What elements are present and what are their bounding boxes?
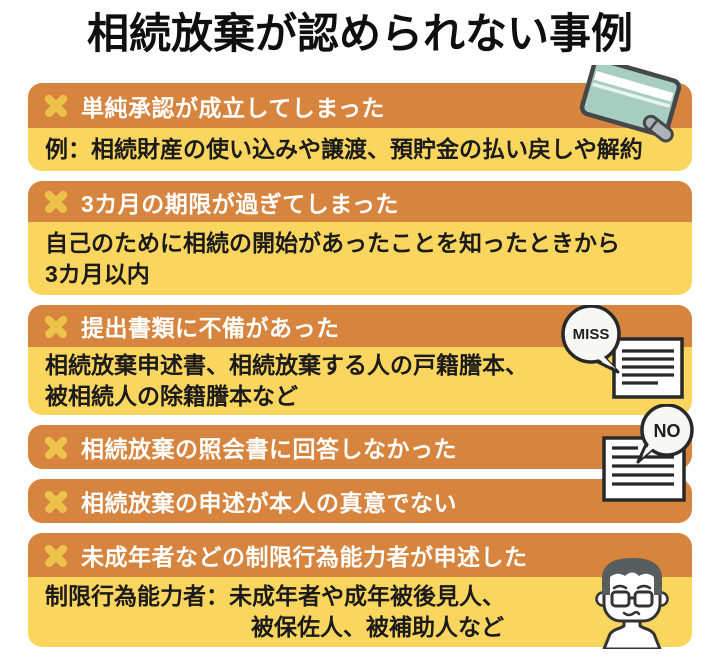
case-body-line: 自己のために相続の開始があったことを知ったときから bbox=[45, 229, 620, 256]
x-mark-icon bbox=[44, 489, 68, 513]
x-mark-icon bbox=[44, 435, 68, 459]
miss-document-icon: MISS bbox=[561, 305, 684, 399]
case-document-defect: 提出書類に不備があった 相続放棄申述書、相続放棄する人の戸籍謄本、 被相続人の除… bbox=[28, 305, 692, 415]
case-body: 自己のために相続の開始があったことを知ったときから 3カ月以内 bbox=[28, 222, 692, 295]
case-list: 単純承認が成立してしまった 例：相続財産の使い込みや譲渡、預貯金の払い戻しや解約 bbox=[28, 65, 694, 649]
case-body-line: 制限行為能力者：未成年者や成年被後見人、 bbox=[45, 583, 505, 609]
case-header-label: 単純承認が成立してしまった bbox=[81, 94, 385, 121]
case-no-reply: 相続放棄の照会書に回答しなかった NO bbox=[28, 404, 694, 502]
case-header: 相続放棄の照会書に回答しなかった bbox=[28, 425, 692, 469]
case-header-label: 提出書類に不備があった bbox=[81, 315, 340, 341]
passbook-and-stamp-icon bbox=[579, 65, 682, 143]
case-body: 例：相続財産の使い込みや譲渡、預貯金の払い戻しや解約 bbox=[28, 128, 692, 171]
case-body-line: 被相続人の除籍謄本など bbox=[45, 383, 298, 409]
x-mark-icon bbox=[44, 543, 68, 567]
case-header: 未成年者などの制限行為能力者が申述した bbox=[28, 533, 692, 577]
man-with-glasses-icon bbox=[595, 558, 669, 649]
case-not-true-intention: 相続放棄の申述が本人の真意でない bbox=[28, 479, 692, 523]
x-mark-icon bbox=[44, 190, 68, 214]
case-body-line: 相続放棄申述書、相続放棄する人の戸籍謄本、 bbox=[45, 352, 528, 378]
no-badge: NO bbox=[654, 421, 681, 441]
miss-badge: MISS bbox=[573, 326, 610, 343]
case-body: 制限行為能力者：未成年者や成年被後見人、 被保佐人、被補助人など bbox=[28, 577, 692, 647]
case-header-label: 3カ月の期限が過ぎてしまった bbox=[81, 190, 399, 217]
case-header: 相続放棄の申述が本人の真意でない bbox=[28, 479, 692, 523]
case-header-label: 未成年者などの制限行為能力者が申述した bbox=[81, 544, 528, 570]
case-header-label: 相続放棄の照会書に回答しなかった bbox=[81, 436, 457, 462]
case-header-label: 相続放棄の申述が本人の真意でない bbox=[81, 490, 457, 516]
page-title: 相続放棄が認められない事例 bbox=[86, 10, 633, 57]
no-document-icon: NO bbox=[602, 404, 694, 502]
x-mark-icon bbox=[44, 314, 68, 338]
case-deadline-passed: 3カ月の期限が過ぎてしまった 自己のために相続の開始があったことを知ったときから… bbox=[28, 181, 692, 295]
case-body-line: 被保佐人、被補助人など bbox=[251, 614, 504, 640]
x-mark-icon bbox=[44, 94, 68, 118]
case-body-line: 例：相続財産の使い込みや譲渡、預貯金の払い戻しや解約 bbox=[45, 136, 643, 162]
case-limited-capacity: 未成年者などの制限行為能力者が申述した 制限行為能力者：未成年者や成年被後見人、… bbox=[28, 533, 692, 649]
case-body-line: 3カ月以内 bbox=[45, 260, 150, 287]
case-simple-acceptance: 単純承認が成立してしまった 例：相続財産の使い込みや譲渡、預貯金の払い戻しや解約 bbox=[28, 65, 692, 171]
case-header: 3カ月の期限が過ぎてしまった bbox=[28, 181, 692, 222]
